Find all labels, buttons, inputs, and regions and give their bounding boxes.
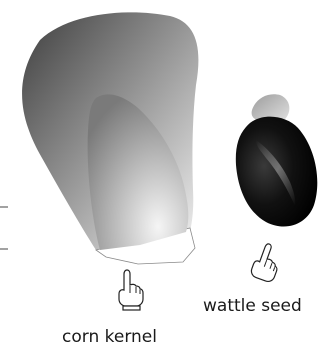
pointing-hand-icon bbox=[119, 270, 143, 310]
corn-kernel-label: corn kernel bbox=[62, 327, 157, 347]
wattle-seed-label: wattle seed bbox=[203, 296, 302, 316]
pointing-hand-icon bbox=[250, 241, 285, 283]
